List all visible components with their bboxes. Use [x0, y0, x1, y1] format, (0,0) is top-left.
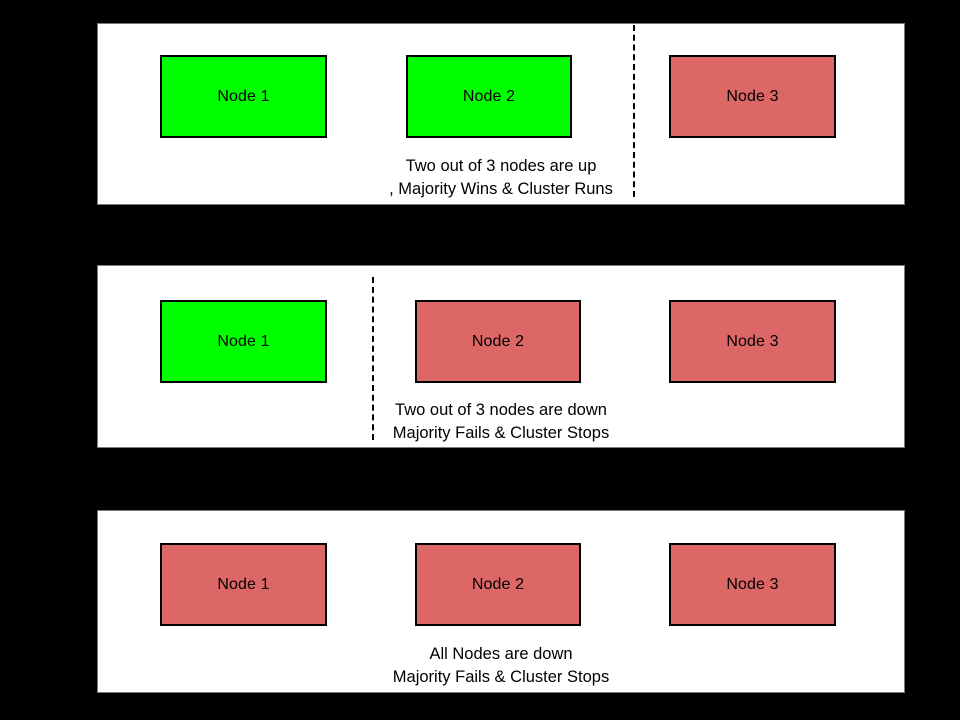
caption-line: Majority Fails & Cluster Stops: [392, 424, 610, 442]
node-label: Node 1: [217, 575, 270, 593]
node-label: Node 2: [471, 575, 525, 593]
node-label: Node 1: [217, 87, 270, 105]
caption-line: Majority Fails & Cluster Stops: [392, 668, 610, 686]
node-box-scenario-majority-up-node-2: Node 2: [406, 55, 572, 138]
node-label: Node 3: [726, 87, 779, 105]
caption-line: Two out of 3 nodes are up: [405, 157, 597, 175]
node-box-scenario-majority-down-node-2: Node 2: [415, 300, 581, 383]
node-box-scenario-majority-down-node-3: Node 3: [669, 300, 836, 383]
scenario-caption-scenario-majority-up: Two out of 3 nodes are up , Majority Wins…: [21, 155, 960, 201]
node-label: Node 3: [726, 332, 779, 350]
node-label: Node 2: [462, 87, 516, 105]
node-label: Node 1: [217, 332, 270, 350]
node-label: Node 3: [726, 575, 779, 593]
node-box-scenario-majority-up-node-3: Node 3: [669, 55, 836, 138]
quorum-divider-scenario-majority-up: [633, 25, 635, 197]
node-box-scenario-all-down-node-2: Node 2: [415, 543, 581, 626]
node-box-scenario-majority-up-node-1: Node 1: [160, 55, 327, 138]
caption-line: All Nodes are down: [429, 645, 573, 663]
node-box-scenario-all-down-node-3: Node 3: [669, 543, 836, 626]
caption-line: Two out of 3 nodes are down: [395, 401, 607, 419]
caption-line: , Majority Wins & Cluster Runs: [389, 180, 613, 198]
node-box-scenario-majority-down-node-1: Node 1: [160, 300, 327, 383]
node-box-scenario-all-down-node-1: Node 1: [160, 543, 327, 626]
node-label: Node 2: [471, 332, 525, 350]
quorum-divider-scenario-majority-down: [372, 277, 374, 440]
